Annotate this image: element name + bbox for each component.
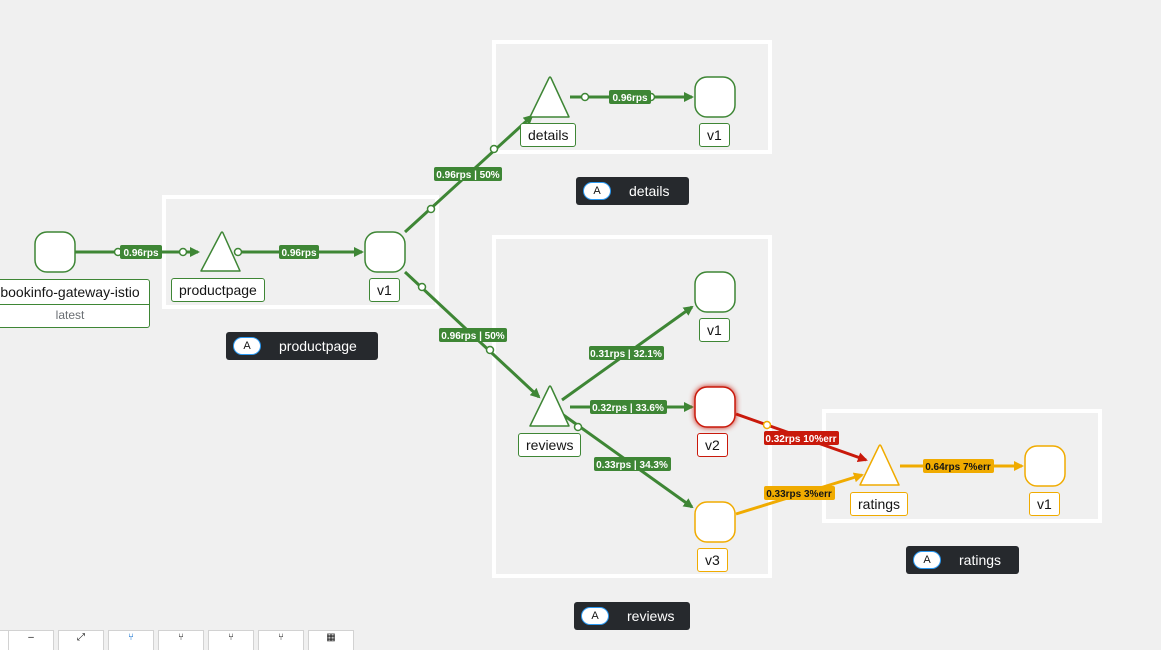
svg-text:0.64rps 7%err: 0.64rps 7%err [925,462,991,473]
reviews-service-node[interactable] [529,385,570,427]
details-v1-label[interactable]: v1 [699,123,730,147]
svg-text:0.96rps | 50%: 0.96rps | 50% [436,170,500,181]
zoom-out-icon: – [28,632,34,643]
app-badge-name: reviews [627,608,675,624]
gateway-node[interactable] [34,231,76,273]
edge-label-reviews-v2[interactable]: 0.32rps | 33.6% [590,400,667,414]
app-badge-pill: A [581,607,609,625]
reviews-v2-label[interactable]: v2 [697,433,728,457]
reviews-app-badge[interactable]: A reviews [574,602,690,630]
productpage-v1-label[interactable]: v1 [369,278,400,302]
reviews-v3-label[interactable]: v3 [697,548,728,572]
app-badge-pill: A [913,551,941,569]
ratings-app-badge[interactable]: A ratings [906,546,1019,574]
edge-label-productpage-v1[interactable]: 0.96rps [279,245,319,259]
layout-default-button[interactable]: ⑂ [108,630,154,650]
productpage-app-badge[interactable]: A productpage [226,332,378,360]
layout-3-button[interactable]: ⑂ [258,630,304,650]
layout-1-icon: ⑂ [178,632,184,643]
edge-dot-red [762,420,772,430]
svg-text:0.96rps: 0.96rps [123,248,158,259]
details-service-node[interactable] [529,76,570,118]
map-icon: ▦ [326,632,336,643]
layout-1-button[interactable]: ⑂ [158,630,204,650]
zoom-reset-button[interactable]: ⤢ [58,630,104,650]
productpage-service-label[interactable]: productpage [171,278,265,302]
edge-label-reviews-v1[interactable]: 0.31rps | 32.1% [589,346,664,360]
reviews-v1-label[interactable]: v1 [699,318,730,342]
layout-2-button[interactable]: ⑂ [208,630,254,650]
productpage-v1-node[interactable] [364,231,406,273]
edge-label-to-reviews[interactable]: 0.96rps | 50% [439,328,507,342]
details-app-badge[interactable]: A details [576,177,689,205]
svg-text:0.32rps | 33.6%: 0.32rps | 33.6% [592,403,664,414]
layout-default-icon: ⑂ [128,632,134,643]
svg-text:0.31rps | 32.1%: 0.31rps | 32.1% [590,349,662,360]
layout-2-icon: ⑂ [228,632,234,643]
edge-label-gateway-productpage[interactable]: 0.96rps [120,245,162,259]
svg-text:0.32rps 10%err: 0.32rps 10%err [765,434,836,445]
ratings-v1-label[interactable]: v1 [1029,492,1060,516]
edge-label-v2-ratings[interactable]: 0.32rps 10%err [764,431,839,445]
gateway-label[interactable]: bookinfo-gateway-istio latest [0,279,150,328]
layout-3-icon: ⑂ [278,632,284,643]
zoom-out-button[interactable]: – [8,630,54,650]
edge-label-details-v1[interactable]: 0.96rps [609,90,651,104]
gateway-version: latest [0,304,149,322]
ratings-service-node[interactable] [859,444,900,486]
svg-text:0.96rps: 0.96rps [281,248,316,259]
reviews-service-label[interactable]: reviews [518,433,582,457]
details-service-label[interactable]: details [520,123,577,147]
edge-label-v3-ratings[interactable]: 0.33rps 3%err [764,486,835,500]
app-badge-pill: A [583,182,611,200]
details-app-box[interactable] [492,40,772,154]
productpage-service-node[interactable] [200,231,241,272]
edge-label-reviews-v3[interactable]: 0.33rps | 34.3% [594,457,671,471]
ratings-app-box[interactable] [822,409,1102,523]
reviews-v3-node[interactable] [694,501,736,543]
fit-icon: ⤢ [77,632,85,643]
legend-button[interactable]: ▦ [308,630,354,650]
svg-text:0.96rps: 0.96rps [612,93,647,104]
reviews-v1-node[interactable] [694,271,736,313]
reviews-app-box[interactable] [492,235,772,578]
app-badge-name: details [629,183,670,199]
svg-text:0.96rps | 50%: 0.96rps | 50% [441,331,505,342]
reviews-v2-node[interactable] [694,386,736,428]
gateway-name: bookinfo-gateway-istio [0,284,140,300]
app-badge-pill: A [233,337,261,355]
edge-label-to-details[interactable]: 0.96rps | 50% [434,167,502,181]
svg-text:0.33rps 3%err: 0.33rps 3%err [766,489,832,500]
ratings-v1-node[interactable] [1024,445,1066,487]
app-badge-name: productpage [279,338,357,354]
app-badge-name: ratings [959,552,1002,568]
details-v1-node[interactable] [694,76,736,118]
edge-label-ratings-v1[interactable]: 0.64rps 7%err [923,459,994,473]
svg-text:0.33rps | 34.3%: 0.33rps | 34.3% [596,460,668,471]
ratings-service-label[interactable]: ratings [850,492,909,516]
